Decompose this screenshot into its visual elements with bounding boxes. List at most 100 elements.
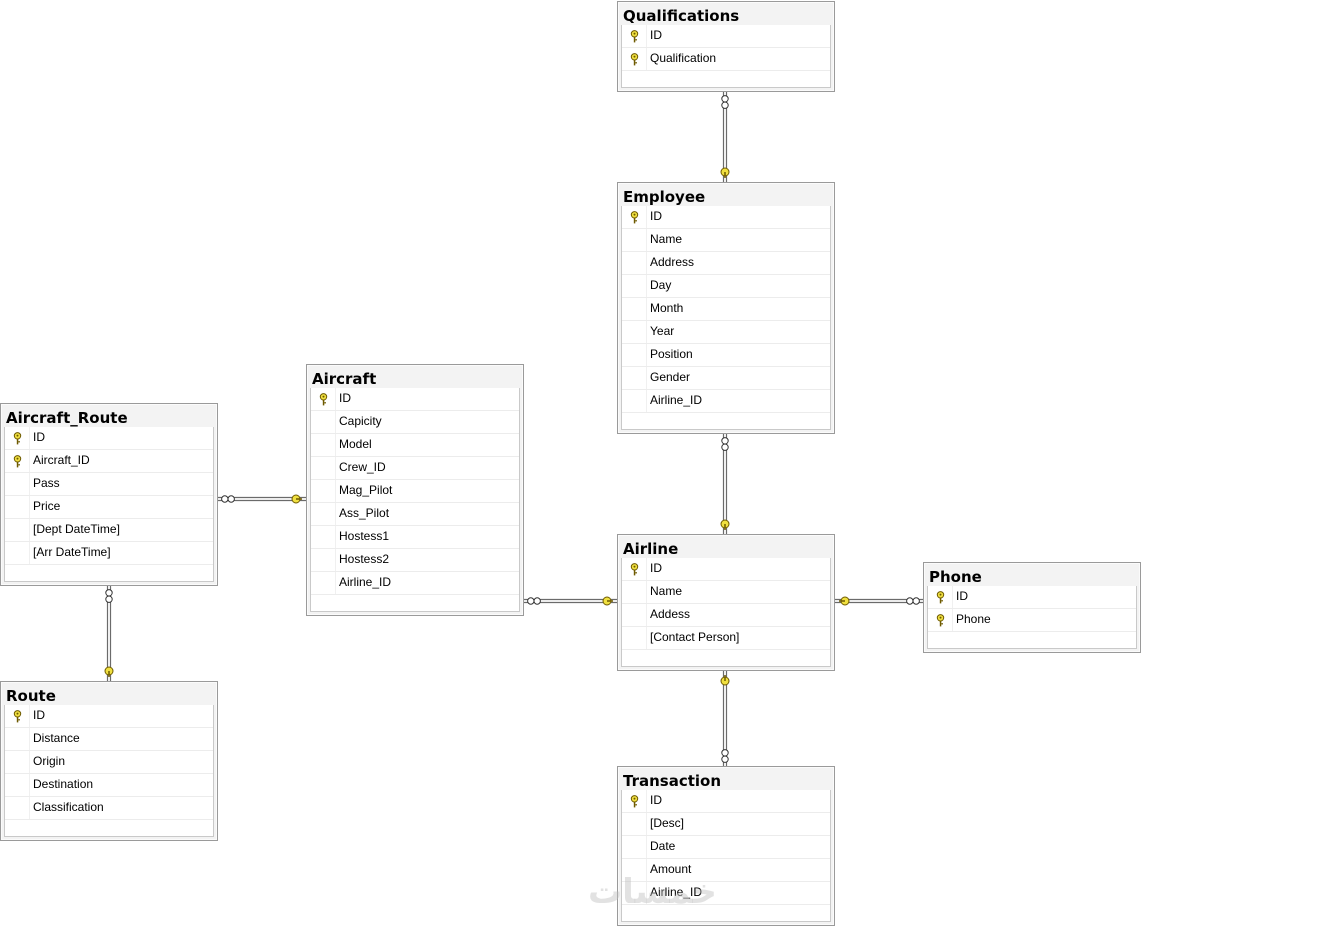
column-name: Name — [650, 584, 683, 598]
column-name: Origin — [33, 754, 66, 768]
column-row[interactable]: Hostess2 — [311, 549, 519, 572]
row-selector — [622, 836, 647, 858]
row-selector — [622, 206, 647, 228]
row-selector — [311, 503, 336, 525]
primary-key-icon — [319, 393, 328, 406]
column-row[interactable]: [Arr DateTime] — [5, 542, 213, 565]
table-title: Airline — [623, 540, 679, 558]
column-row[interactable]: [Desc] — [622, 813, 830, 836]
column-row[interactable]: Airline_ID — [622, 882, 830, 905]
column-row[interactable]: Model — [311, 434, 519, 457]
column-row[interactable]: Day — [622, 275, 830, 298]
column-row[interactable]: Position — [622, 344, 830, 367]
column-row[interactable]: Year — [622, 321, 830, 344]
column-row[interactable]: Distance — [5, 728, 213, 751]
row-selector — [928, 586, 953, 608]
column-row[interactable]: Ass_Pilot — [311, 503, 519, 526]
row-selector — [622, 627, 647, 649]
table-phone[interactable]: Phone ID Phone — [923, 562, 1141, 653]
row-selector — [622, 882, 647, 904]
column-name: Name — [650, 232, 683, 246]
primary-key-icon — [630, 211, 639, 224]
row-selector — [622, 558, 647, 580]
column-name: ID — [339, 391, 351, 405]
column-name: Qualification — [650, 51, 717, 65]
column-row[interactable]: Date — [622, 836, 830, 859]
column-row[interactable]: [Contact Person] — [622, 627, 830, 650]
column-row[interactable]: ID — [311, 388, 519, 411]
column-name: Price — [33, 499, 61, 513]
column-row[interactable]: Qualification — [622, 48, 830, 71]
column-row[interactable]: ID — [622, 790, 830, 813]
column-row[interactable]: Month — [622, 298, 830, 321]
column-row[interactable]: Pass — [5, 473, 213, 496]
column-row[interactable]: ID — [622, 558, 830, 581]
column-row[interactable]: ID — [5, 705, 213, 728]
column-row[interactable]: Amount — [622, 859, 830, 882]
column-name: ID — [650, 561, 662, 575]
column-name: Model — [339, 437, 372, 451]
column-row[interactable]: ID — [928, 586, 1136, 609]
column-row[interactable]: Price — [5, 496, 213, 519]
column-row[interactable]: Capicity — [311, 411, 519, 434]
table-columns: ID Phone — [927, 586, 1137, 649]
infinity-icon — [221, 495, 235, 503]
column-row[interactable]: Phone — [928, 609, 1136, 632]
column-row[interactable]: Airline_ID — [311, 572, 519, 595]
row-selector — [622, 604, 647, 626]
row-selector — [5, 519, 30, 541]
key-icon — [720, 675, 730, 686]
column-name: ID — [650, 28, 662, 42]
column-row[interactable]: Destination — [5, 774, 213, 797]
column-row[interactable]: ID — [5, 427, 213, 450]
column-row[interactable]: ID — [622, 206, 830, 229]
row-selector — [622, 48, 647, 70]
row-selector — [622, 275, 647, 297]
column-row[interactable]: Mag_Pilot — [311, 480, 519, 503]
infinity-icon — [721, 95, 729, 109]
column-name: Airline_ID — [339, 575, 392, 589]
row-selector — [622, 321, 647, 343]
column-row[interactable]: Origin — [5, 751, 213, 774]
key-icon — [839, 596, 850, 606]
column-row[interactable]: Crew_ID — [311, 457, 519, 480]
column-row[interactable]: ID — [622, 25, 830, 48]
column-name: Phone — [956, 612, 991, 626]
column-name: [Desc] — [650, 816, 685, 830]
column-row[interactable]: Hostess1 — [311, 526, 519, 549]
key-icon — [720, 519, 730, 530]
column-row[interactable]: Aircraft_ID — [5, 450, 213, 473]
row-selector — [311, 549, 336, 571]
row-selector — [928, 609, 953, 631]
row-selector — [622, 581, 647, 603]
row-selector — [5, 542, 30, 564]
column-row[interactable]: Airline_ID — [622, 390, 830, 413]
column-row[interactable]: Name — [622, 229, 830, 252]
table-title: Aircraft — [312, 370, 377, 388]
column-row[interactable]: Classification — [5, 797, 213, 820]
table-title: Route — [6, 687, 56, 705]
column-row[interactable]: Address — [622, 252, 830, 275]
row-selector — [5, 450, 30, 472]
row-selector — [622, 298, 647, 320]
row-selector — [622, 25, 647, 47]
column-name: Airline_ID — [650, 885, 703, 899]
row-selector — [5, 774, 30, 796]
column-name: ID — [650, 209, 662, 223]
column-row[interactable]: Gender — [622, 367, 830, 390]
row-selector — [311, 480, 336, 502]
column-row[interactable]: Name — [622, 581, 830, 604]
column-row[interactable]: [Dept DateTime] — [5, 519, 213, 542]
column-name: Capicity — [339, 414, 382, 428]
key-icon — [104, 666, 114, 677]
column-name: ID — [956, 589, 968, 603]
column-row[interactable]: Addess — [622, 604, 830, 627]
